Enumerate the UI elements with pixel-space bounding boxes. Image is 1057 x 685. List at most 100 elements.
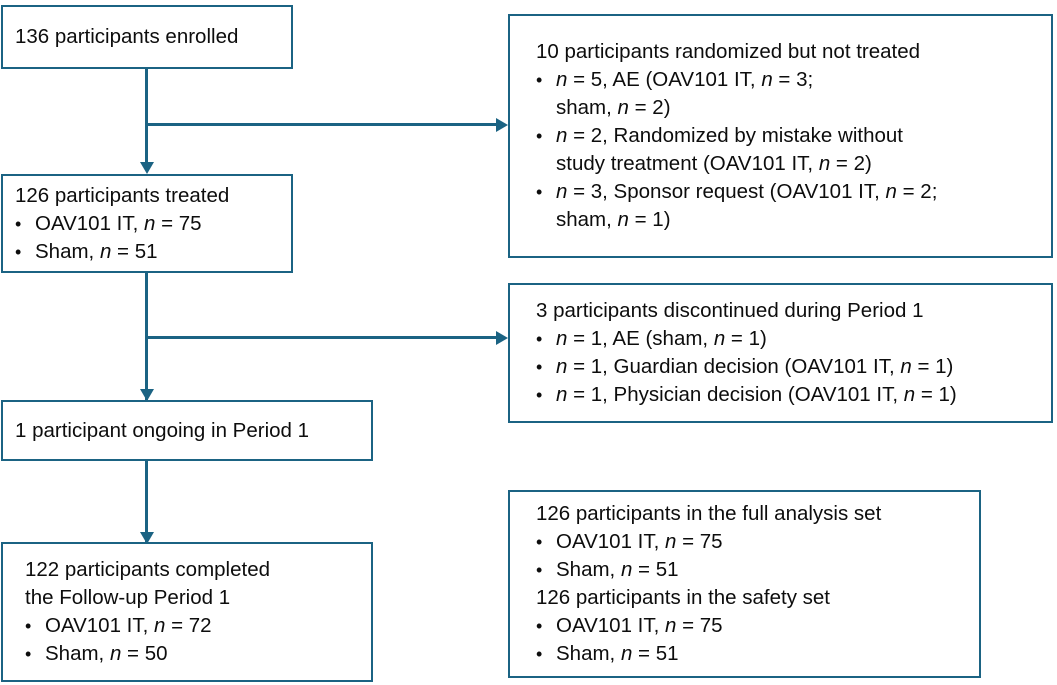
full-analysis-bullet-2: • Sham, n = 51 — [536, 556, 971, 584]
safety-bullet-2-text: Sham, n = 51 — [556, 640, 971, 668]
bullet-icon: • — [536, 70, 543, 90]
label-pre: OAV101 IT, — [556, 530, 666, 553]
label-post: = 51 — [111, 239, 158, 263]
safety-bullet-1: • OAV101 IT, n = 75 — [536, 612, 971, 640]
n-italic-2: n — [903, 383, 916, 406]
label-mid: = 1, Physician decision (OAV101 IT, — [567, 383, 904, 406]
arrowhead-right-not-treated — [496, 117, 508, 132]
ongoing-title: 1 participant ongoing in Period 1 — [15, 418, 310, 442]
n-italic: n — [556, 355, 568, 378]
full-analysis-bullet-1: • OAV101 IT, n = 75 — [536, 528, 971, 556]
label-post: = 72 — [165, 614, 212, 637]
bullet-icon: • — [536, 357, 543, 377]
bullet-icon: • — [536, 329, 543, 349]
label-mid: = 1, Guardian decision (OAV101 IT, — [567, 355, 901, 378]
label-post: = 51 — [632, 642, 679, 665]
label-pre: Sham, — [45, 642, 110, 665]
box-treated: 126 participants treated • OAV101 IT, n … — [1, 174, 293, 273]
label-post: = 50 — [121, 642, 168, 665]
label-cont-post: = 1) — [628, 208, 671, 231]
not-treated-title: 10 participants randomized but not treat… — [536, 40, 921, 63]
label-post: = 75 — [676, 614, 723, 637]
connector-branch-discontinued — [145, 336, 497, 339]
n-italic: n — [556, 180, 568, 203]
bullet-icon: • — [25, 616, 32, 636]
completed-bullet-1: • OAV101 IT, n = 72 — [25, 612, 359, 640]
label-pre: OAV101 IT, — [45, 614, 155, 637]
not-treated-bullet-1-text: n = 5, AE (OAV101 IT, n = 3;sham, n = 2) — [556, 66, 1043, 122]
safety-bullet-2: • Sham, n = 51 — [536, 640, 971, 668]
bullet-icon: • — [536, 532, 543, 552]
label-mid-2: = 2; — [896, 180, 938, 203]
label-pre: Sham, — [35, 239, 100, 263]
bullet-icon: • — [15, 241, 22, 262]
label-mid: = 3, Sponsor request (OAV101 IT, — [567, 180, 886, 203]
discontinued-title: 3 participants discontinued during Perio… — [536, 299, 924, 322]
label-post: = 75 — [155, 211, 202, 235]
arrowhead-down-ongoing — [139, 389, 154, 401]
connector-ongoing-to-completed — [145, 460, 148, 542]
arrowhead-down-completed — [139, 532, 154, 544]
n-italic-2: n — [713, 327, 726, 350]
bullet-icon: • — [15, 213, 22, 234]
label-pre: OAV101 IT, — [556, 614, 666, 637]
box-discontinued-period1: 3 participants discontinued during Perio… — [508, 283, 1053, 423]
bullet-icon: • — [536, 182, 543, 202]
completed-bullet-2: • Sham, n = 50 — [25, 640, 359, 668]
box-randomized-not-treated: 10 participants randomized but not treat… — [508, 14, 1053, 258]
completed-bullet-1-text: OAV101 IT, n = 72 — [45, 612, 359, 640]
n-italic: n — [620, 642, 633, 665]
label-cont-pre: sham, — [556, 208, 618, 231]
label-mid: = 2, Randomized by mistake without — [567, 124, 903, 147]
n-italic: n — [144, 211, 156, 235]
label-mid-2: = 3; — [772, 68, 814, 91]
treated-bullet-2: • Sham, n = 51 — [15, 238, 279, 266]
label-pre: Sham, — [556, 642, 621, 665]
n-italic-cont: n — [818, 152, 831, 175]
n-italic: n — [556, 383, 568, 406]
n-italic: n — [556, 68, 568, 91]
treated-bullet-1-text: OAV101 IT, n = 75 — [35, 210, 279, 238]
safety-bullet-1-text: OAV101 IT, n = 75 — [556, 612, 971, 640]
not-treated-bullet-3-text: n = 3, Sponsor request (OAV101 IT, n = 2… — [556, 178, 1043, 234]
full-analysis-bullet-2-text: Sham, n = 51 — [556, 556, 971, 584]
arrowhead-right-discontinued — [496, 330, 508, 345]
connector-enrolled-to-treated — [145, 68, 148, 170]
n-italic: n — [109, 642, 122, 665]
n-italic-2: n — [761, 68, 773, 91]
completed-title-line1: 122 participants completed — [25, 558, 271, 581]
completed-bullet-2-text: Sham, n = 50 — [45, 640, 359, 668]
arrowhead-down-treated — [139, 162, 154, 174]
discontinued-bullet-2: • n = 1, Guardian decision (OAV101 IT, n… — [536, 353, 1043, 381]
discontinued-bullet-1: • n = 1, AE (sham, n = 1) — [536, 325, 1043, 353]
box-ongoing: 1 participant ongoing in Period 1 — [1, 400, 373, 461]
label-post: = 1) — [915, 383, 957, 406]
discontinued-bullet-3: • n = 1, Physician decision (OAV101 IT, … — [536, 381, 1043, 409]
label-cont-pre: sham, — [556, 96, 618, 119]
completed-title-line2: the Follow-up Period 1 — [25, 586, 231, 609]
discontinued-bullet-3-text: n = 1, Physician decision (OAV101 IT, n … — [556, 381, 1043, 409]
label-pre: OAV101 IT, — [35, 211, 145, 235]
label-pre: Sham, — [556, 558, 621, 581]
n-italic-2: n — [885, 180, 897, 203]
treated-bullet-2-text: Sham, n = 51 — [35, 238, 279, 266]
discontinued-bullet-1-text: n = 1, AE (sham, n = 1) — [556, 325, 1043, 353]
full-analysis-bullet-1-text: OAV101 IT, n = 75 — [556, 528, 971, 556]
box-analysis-sets: 126 participants in the full analysis se… — [508, 490, 981, 678]
label-mid: = 1, AE (sham, — [567, 327, 714, 350]
treated-title: 126 participants treated — [15, 183, 230, 207]
n-italic: n — [665, 530, 677, 553]
n-italic: n — [665, 614, 677, 637]
bullet-icon: • — [536, 385, 543, 405]
n-italic: n — [556, 327, 568, 350]
bullet-icon: • — [536, 616, 543, 636]
discontinued-bullet-2-text: n = 1, Guardian decision (OAV101 IT, n =… — [556, 353, 1043, 381]
n-italic: n — [620, 558, 633, 581]
n-italic-cont: n — [617, 96, 629, 119]
n-italic-2: n — [900, 355, 912, 378]
n-italic: n — [556, 124, 568, 147]
not-treated-bullet-1-cont: sham, n = 2) — [556, 94, 1043, 122]
label-cont-post: = 2) — [628, 96, 671, 119]
treated-bullet-1: • OAV101 IT, n = 75 — [15, 210, 279, 238]
